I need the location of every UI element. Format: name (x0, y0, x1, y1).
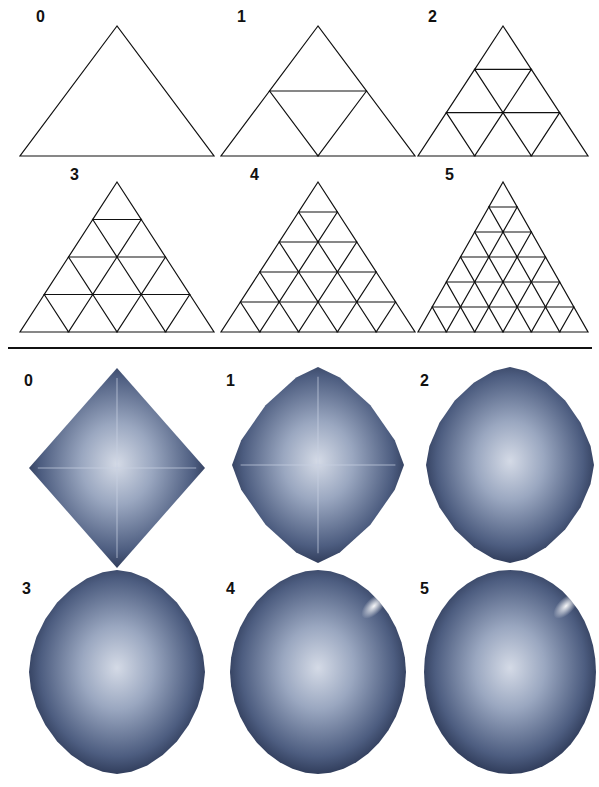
triangle-facet (475, 307, 503, 332)
mesh-surface (232, 367, 404, 563)
step-number: 4 (250, 166, 259, 184)
step-number: 1 (226, 372, 235, 390)
triangle-facet (446, 69, 503, 112)
triangle-facet (299, 242, 338, 272)
triangle-facet (44, 257, 93, 295)
triangle-facet (475, 257, 503, 282)
triangle-facet (489, 182, 517, 207)
specular-highlight (357, 589, 391, 623)
triangle-facet (503, 257, 531, 282)
step-number: 4 (226, 580, 235, 598)
shaded-mesh (29, 368, 205, 568)
triangle-facet (117, 295, 166, 333)
triangle-facet (357, 272, 396, 302)
separator-line (8, 347, 592, 349)
triangle-facet (117, 220, 166, 258)
step-number: 2 (420, 372, 429, 390)
subdivided-triangle (221, 26, 415, 156)
subdivided-triangle (418, 26, 588, 156)
triangle-facet (141, 257, 190, 295)
mesh-surface (424, 570, 596, 774)
triangle-facet (318, 212, 357, 242)
triangle-facet (461, 282, 489, 307)
step-number: 2 (428, 8, 437, 26)
triangle-facet (279, 272, 318, 302)
triangle-facet (531, 257, 559, 282)
shaded-mesh (230, 570, 406, 774)
triangle-facet (260, 242, 299, 272)
mesh-surface (29, 368, 205, 568)
specular-highlight (549, 589, 583, 623)
triangle-facet (517, 232, 545, 257)
step-number: 0 (36, 8, 45, 26)
triangle-facet (20, 295, 69, 333)
triangle-facet (376, 302, 415, 332)
triangle-facet (446, 307, 474, 332)
triangle-facet (270, 26, 367, 91)
step-number: 0 (24, 372, 33, 390)
triangle-facet (299, 182, 338, 212)
mesh-edge (317, 377, 319, 553)
shaded-mesh (232, 367, 404, 563)
subdivided-triangle (418, 182, 588, 332)
triangle-facet (93, 182, 142, 220)
subdivided-triangle (20, 182, 214, 332)
triangle-facet (489, 232, 517, 257)
triangle-facet (489, 282, 517, 307)
triangle-facet (20, 26, 214, 156)
step-number: 1 (237, 8, 246, 26)
triangle-facet (279, 212, 318, 242)
step-number: 5 (420, 580, 429, 598)
triangle-facet (69, 220, 118, 258)
triangle-facet (517, 282, 545, 307)
triangle-facet (503, 207, 531, 232)
triangle-facet (93, 257, 142, 295)
triangle-facet (475, 113, 532, 156)
triangle-facet (69, 295, 118, 333)
triangle-facet (418, 307, 446, 332)
triangle-facet (531, 113, 588, 156)
step-number: 3 (22, 580, 31, 598)
mesh-surface (230, 570, 406, 774)
mesh-surface (426, 367, 594, 563)
triangle-facet (560, 307, 588, 332)
triangle-facet (240, 272, 279, 302)
shaded-mesh (29, 570, 205, 774)
triangle-facet (503, 69, 560, 112)
step-number: 5 (445, 166, 454, 184)
triangle-facet (337, 302, 376, 332)
mesh-surface (29, 570, 205, 774)
shaded-mesh (424, 570, 596, 774)
triangle-facet (531, 307, 559, 332)
triangle-facet (475, 207, 503, 232)
triangle-facet (221, 302, 260, 332)
shaded-mesh (426, 367, 594, 563)
triangle-facet (461, 232, 489, 257)
triangle-facet (475, 26, 532, 69)
triangle-facet (546, 282, 574, 307)
subdivided-triangle (221, 182, 415, 332)
triangle-facet (166, 295, 215, 333)
triangle-facet (337, 242, 376, 272)
triangle-facet (318, 272, 357, 302)
triangle-facet (503, 307, 531, 332)
subdivided-triangle (20, 26, 214, 156)
triangle-facet (446, 257, 474, 282)
mesh-edge (116, 378, 118, 558)
step-number: 3 (70, 166, 79, 184)
triangle-facet (299, 302, 338, 332)
triangle-facet (418, 113, 475, 156)
triangle-facet (318, 91, 415, 156)
triangle-facet (432, 282, 460, 307)
triangle-facet (260, 302, 299, 332)
triangle-facet (221, 91, 318, 156)
